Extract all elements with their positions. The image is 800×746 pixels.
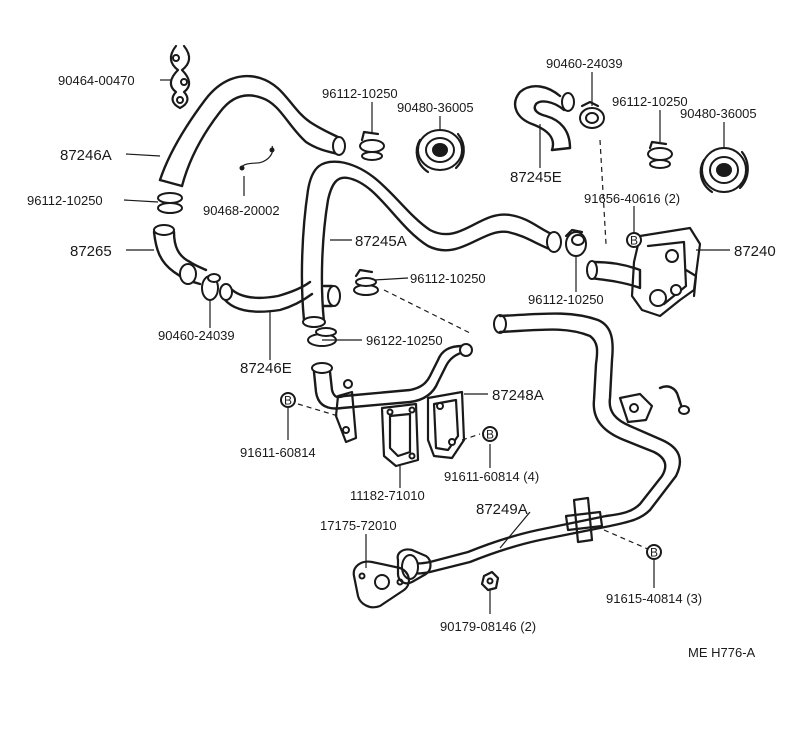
label-96112-10250-upper: 96112-10250	[322, 86, 398, 101]
label-87246E: 87246E	[240, 360, 292, 377]
label-96112-10250-left: 96112-10250	[27, 193, 103, 208]
label-96112-10250-right: 96112-10250	[612, 94, 688, 109]
hose-clamp-lower-right-drawing	[564, 228, 587, 257]
clamp-grommet-upper-drawing	[359, 129, 465, 174]
label-87240: 87240	[734, 243, 776, 260]
label-90460-24039-left: 90460-24039	[158, 328, 235, 343]
gasket-11182-71010-drawing	[380, 402, 420, 468]
bolt-marker-1: B	[280, 392, 296, 408]
svg-text:B: B	[486, 428, 494, 442]
diagram-reference-code: ME H776-A	[688, 645, 756, 660]
bolt-marker-4: B	[646, 544, 662, 560]
svg-text:B: B	[630, 234, 638, 248]
wire-clip-drawing	[169, 44, 191, 110]
label-87246A: 87246A	[60, 147, 112, 164]
wire-harness-drawing	[239, 145, 275, 171]
label-87265: 87265	[70, 243, 112, 260]
pipe-87249A-drawing	[401, 312, 690, 580]
label-90179-08146: 90179-08146 (2)	[440, 619, 536, 634]
hose-87246E-drawing	[219, 280, 341, 313]
hose-87265-drawing	[152, 224, 208, 286]
pipe-flange-drawing	[396, 548, 432, 585]
gasket-17175-72010-drawing	[352, 560, 410, 609]
clamp-grommet-right-drawing	[647, 140, 749, 194]
label-87249A: 87249A	[476, 501, 528, 518]
hose-87246A-drawing	[158, 74, 346, 188]
bolt-marker-2: B	[482, 426, 498, 442]
label-17175-72010: 17175-72010	[320, 518, 397, 533]
pipe-87248A-drawing	[311, 343, 473, 460]
label-90480-36005-right: 90480-36005	[680, 106, 757, 121]
label-96122-10250: 96122-10250	[366, 333, 443, 348]
label-96112-10250-lower-right: 96112-10250	[528, 292, 604, 307]
label-96112-10250-center: 96112-10250	[410, 271, 486, 286]
label-90460-24039-right: 90460-24039	[546, 56, 623, 71]
label-91615-40814: 91615-40814 (3)	[606, 591, 702, 606]
label-91611-60814-left: 91611-60814	[240, 445, 316, 460]
leader-lines	[123, 72, 730, 614]
label-87245A: 87245A	[355, 233, 407, 250]
svg-text:B: B	[284, 394, 292, 408]
nut-90179-08146-drawing	[480, 570, 500, 592]
valve-87240-drawing	[586, 226, 702, 318]
label-91656-40616: 91656-40616 (2)	[584, 191, 680, 206]
label-87248A: 87248A	[492, 387, 544, 404]
hose-clamp-left-drawing	[201, 273, 221, 301]
bolt-marker-3: B	[626, 232, 642, 248]
hose-clip-left-drawing	[157, 192, 183, 214]
hose-clamp-upper-right-drawing	[579, 100, 605, 129]
label-11182-71010: 11182-71010	[350, 488, 425, 503]
label-90468-20002: 90468-20002	[203, 203, 280, 218]
hose-clamp-center-drawing	[353, 268, 379, 296]
label-91611-60814-right: 91611-60814 (4)	[444, 469, 539, 484]
label-90480-36005-left: 90480-36005	[397, 100, 474, 115]
label-87245E: 87245E	[510, 169, 562, 186]
hose-clamp-lower-drawing	[307, 327, 337, 347]
label-90464-00470: 90464-00470	[58, 73, 135, 88]
hose-87245E-drawing	[513, 85, 575, 152]
svg-text:B: B	[650, 546, 658, 560]
hose-87245A-drawing	[300, 160, 562, 328]
